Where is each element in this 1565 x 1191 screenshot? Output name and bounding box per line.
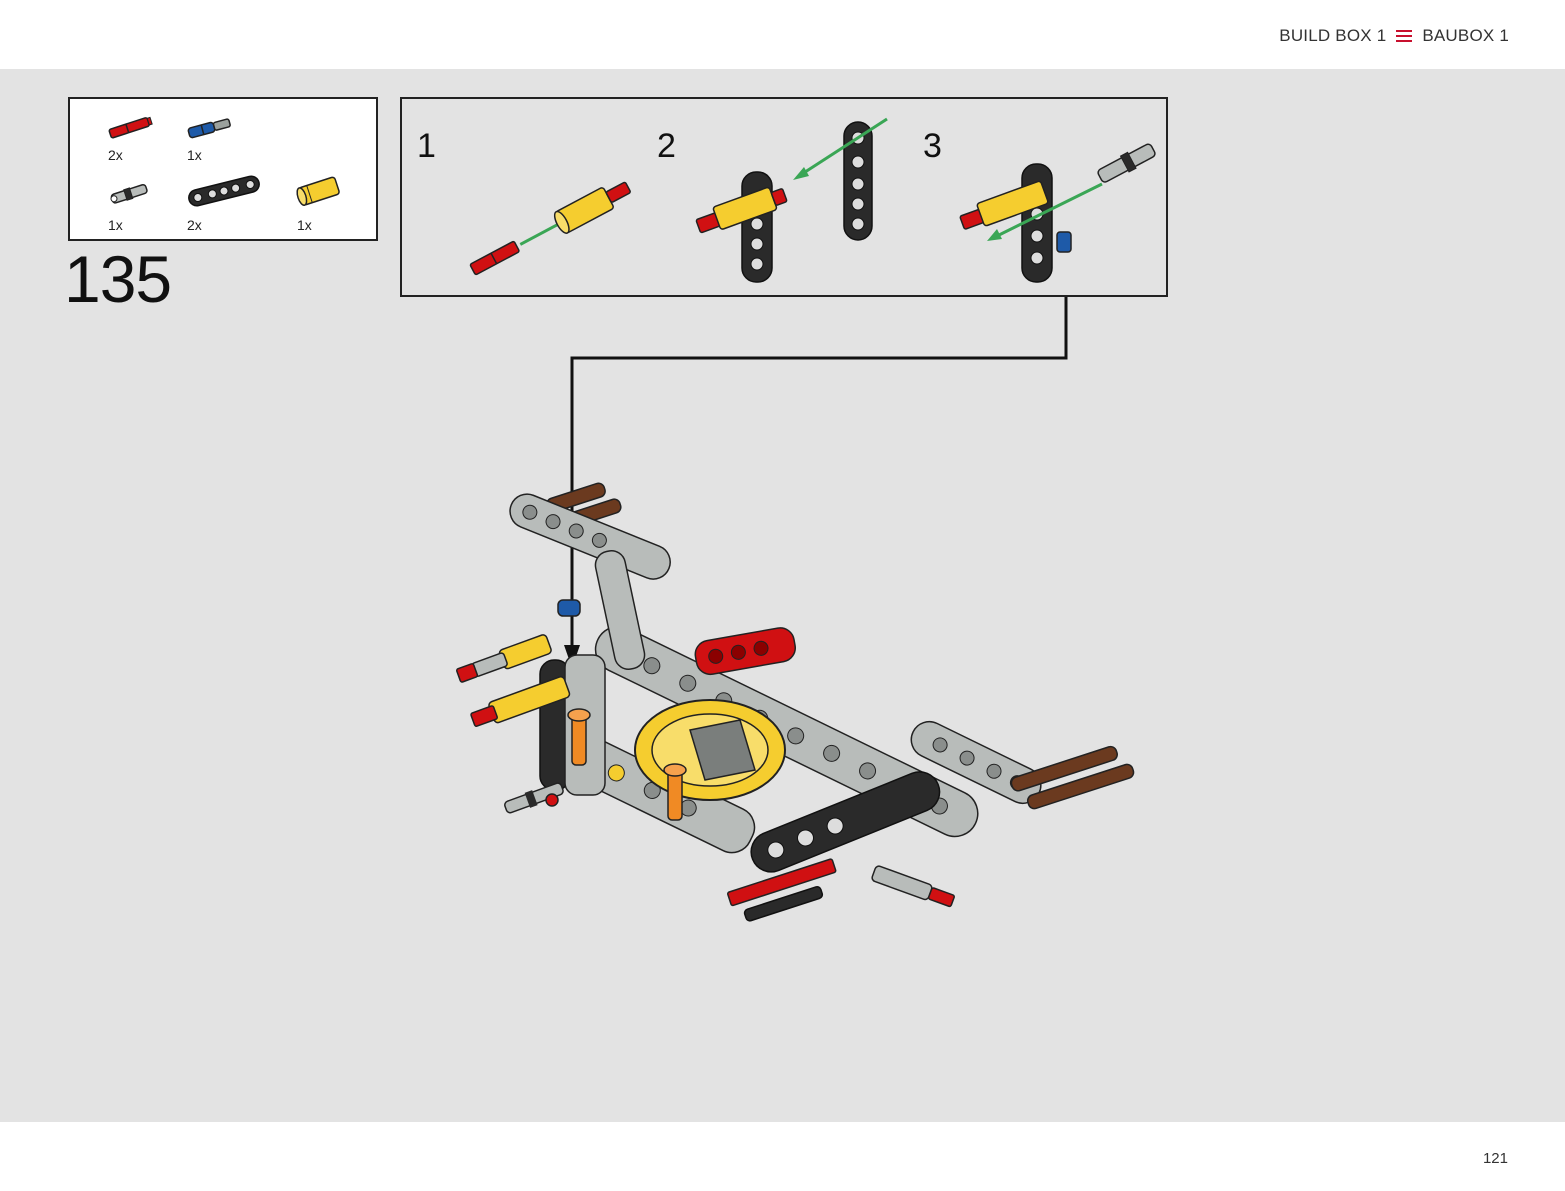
- substep-3-number: 3: [923, 127, 942, 165]
- subassembly-box: 1 2 3: [400, 97, 1168, 297]
- part-qty-blue: 1x: [187, 147, 202, 163]
- yellow-connector-icon: [296, 176, 340, 206]
- main-model-illustration: [456, 482, 1135, 922]
- part-qty-red: 2x: [108, 147, 123, 163]
- red-axle-pin-icon: [108, 116, 153, 139]
- part-yellow-connector: [294, 173, 364, 209]
- black-liftarm-icon: [188, 175, 260, 207]
- part-blue-axle-pin: [184, 115, 254, 139]
- substep-2-number: 2: [657, 127, 676, 165]
- blue-axle-pin-icon: [187, 118, 231, 139]
- part-red-axle-pin: [105, 115, 175, 139]
- parts-list-box: 2x 1x 1x: [68, 97, 378, 241]
- substep-2-illustration: [695, 117, 888, 283]
- step-number: 135: [64, 242, 172, 316]
- build-box-label: BUILD BOX 1 BAUBOX 1: [1279, 26, 1509, 46]
- menu-lines-icon: [1396, 30, 1413, 42]
- part-black-liftarm: [184, 171, 260, 211]
- build-box-en: BUILD BOX 1: [1279, 26, 1387, 45]
- gray-pin-icon: [110, 183, 148, 204]
- page-number: 121: [1482, 1150, 1508, 1167]
- page-footer: 121: [0, 1122, 1565, 1191]
- part-qty-black: 2x: [187, 217, 202, 233]
- part-qty-yellow: 1x: [297, 217, 312, 233]
- build-box-de: BAUBOX 1: [1422, 26, 1509, 45]
- substep-1-illustration: [469, 181, 631, 276]
- page-header: BUILD BOX 1 BAUBOX 1: [0, 0, 1565, 69]
- part-qty-gray: 1x: [108, 217, 123, 233]
- substep-1-number: 1: [417, 127, 436, 165]
- substep-3-illustration: [959, 143, 1156, 283]
- part-gray-pin: [105, 181, 175, 205]
